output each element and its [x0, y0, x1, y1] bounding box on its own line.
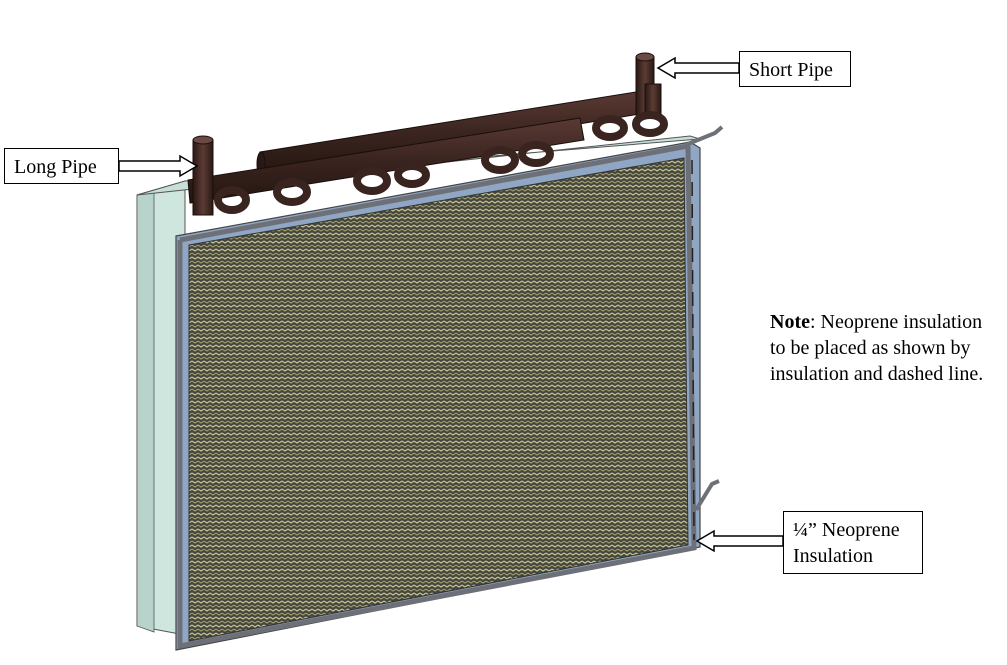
mounting-hooks	[687, 125, 724, 512]
neoprene-insulation	[177, 143, 697, 650]
neoprene-arrow	[695, 529, 784, 553]
note-body: : Neoprene insulation to be placed as sh…	[770, 311, 984, 385]
long-pipe-arrow	[118, 154, 199, 178]
neoprene-text-line2: Insulation	[793, 545, 873, 567]
short-pipe-label: Short Pipe	[739, 51, 851, 87]
note-heading: Note	[770, 311, 810, 333]
short-pipe-arrow	[656, 56, 740, 80]
arrows	[118, 56, 784, 553]
note-text: Note: Neoprene insulation to be placed a…	[770, 309, 1002, 387]
pipes	[187, 52, 668, 216]
dashed-line	[691, 159, 695, 541]
neoprene-text-line1: ¼” Neoprene	[793, 519, 900, 541]
fin-core	[188, 157, 689, 642]
neoprene-label: ¼” Neoprene Insulation	[783, 511, 923, 574]
long-pipe-label: Long Pipe	[4, 148, 119, 184]
long-pipe-text: Long Pipe	[14, 156, 97, 178]
short-pipe-text: Short Pipe	[749, 59, 833, 81]
side-panel	[136, 135, 701, 636]
